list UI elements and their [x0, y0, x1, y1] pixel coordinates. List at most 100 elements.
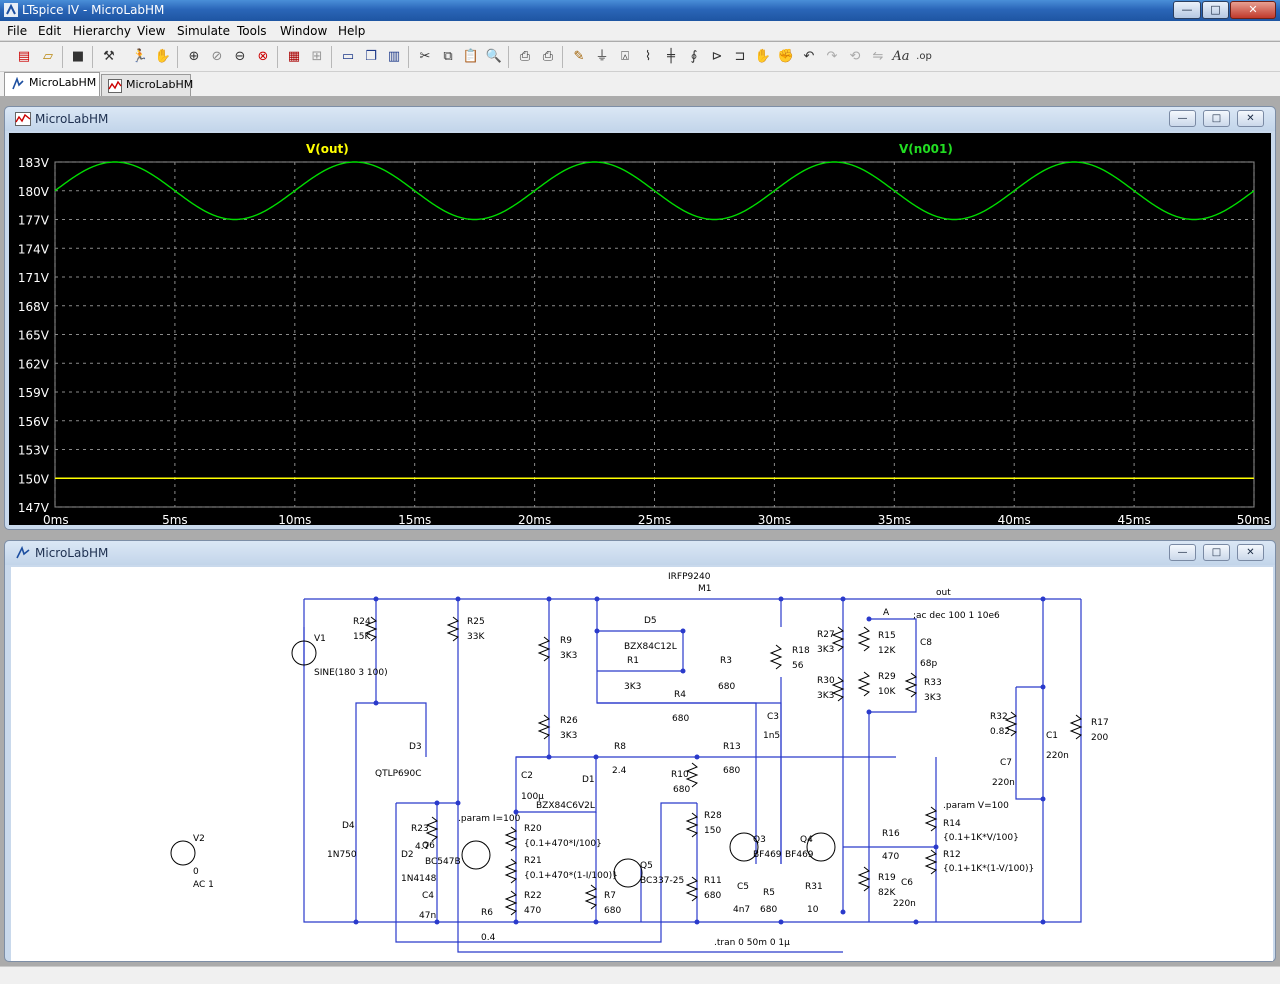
minimize-button[interactable]: — — [1173, 1, 1201, 19]
menu-tools[interactable]: Tools — [237, 24, 267, 38]
control-panel-icon[interactable]: ⚒ — [103, 49, 115, 64]
menu-simulate[interactable]: Simulate — [177, 24, 231, 38]
svg-text:C2: C2 — [521, 771, 533, 781]
zoom-cancel-icon[interactable]: ⊗ — [257, 49, 269, 64]
zoom-out-icon[interactable]: ⊘ — [211, 49, 223, 64]
redo-icon[interactable]: ↷ — [826, 49, 838, 64]
schematic-canvas[interactable]: IRFP9240 M1 out A ;ac dec 100 1 10e6 R24… — [11, 567, 1273, 961]
x-tick-label: 35ms — [878, 513, 911, 525]
y-tick-label: 168V — [18, 300, 50, 314]
svg-text:3K3: 3K3 — [624, 682, 641, 692]
halt-icon[interactable]: ✋ — [154, 49, 172, 64]
svg-text:C7: C7 — [1000, 758, 1012, 768]
rotate-icon[interactable]: ⟲ — [849, 49, 861, 64]
trace-label-vn001: V(n001) — [899, 142, 953, 156]
menu-window[interactable]: Window — [280, 24, 328, 38]
run-icon[interactable]: 🏃 — [131, 49, 149, 64]
waveform-minimize-button[interactable]: — — [1169, 110, 1196, 127]
svg-text:R25: R25 — [467, 617, 485, 627]
toolbar: ▤ ▱ ■ ⚒ 🏃 ✋ ⊕ ⊘ ⊖ ⊗ ▦ ⊞ ▭ ❐ ▥ ✂ ⧉ 📋 🔍 ⎙ … — [0, 42, 1280, 72]
schematic-close-button[interactable]: ✕ — [1237, 544, 1264, 561]
move-icon[interactable]: ✋ — [754, 49, 772, 64]
svg-text:R11: R11 — [704, 876, 722, 886]
ltspice-logo-icon — [4, 3, 18, 17]
print-setup-icon[interactable]: ⎙ — [519, 49, 531, 64]
cut-icon[interactable]: ✂ — [419, 49, 431, 64]
ground-icon[interactable]: ⏚ — [595, 49, 609, 64]
text-icon[interactable]: Aa — [892, 49, 910, 64]
mirror-icon[interactable]: ⇋ — [872, 49, 884, 64]
menu-edit[interactable]: Edit — [38, 24, 62, 38]
diode-icon[interactable]: ⊳ — [711, 49, 723, 64]
find-icon[interactable]: 🔍 — [485, 49, 503, 64]
waveform-close-button[interactable]: ✕ — [1237, 110, 1264, 127]
schematic-window[interactable]: MicroLabHM — □ ✕ — [4, 540, 1276, 962]
menu-help[interactable]: Help — [338, 24, 366, 38]
tile-horizontal-icon[interactable]: ▭ — [341, 49, 355, 64]
close-button[interactable]: ✕ — [1230, 1, 1276, 19]
svg-text:R19: R19 — [878, 873, 896, 883]
svg-text:R30: R30 — [817, 676, 835, 686]
cascade-icon[interactable]: ❐ — [365, 49, 377, 64]
window-titlebar[interactable]: LTspice IV - MicroLabHM — □ ✕ — [0, 0, 1280, 21]
x-tick-label: 10ms — [278, 513, 311, 525]
svg-text:R7: R7 — [604, 891, 616, 901]
x-tick-label: 30ms — [758, 513, 791, 525]
component-icon[interactable]: ⊐ — [734, 49, 746, 64]
svg-text:33K: 33K — [467, 632, 485, 642]
new-schematic-icon[interactable]: ▤ — [17, 49, 31, 64]
paste-icon[interactable]: 📋 — [462, 49, 480, 64]
maximize-button[interactable]: □ — [1202, 1, 1229, 19]
menu-bar: File Edit Hierarchy View Simulate Tools … — [0, 21, 1280, 41]
draw-wire-icon[interactable]: ✎ — [573, 49, 585, 64]
svg-text:.tran 0 50m 0 1µ: .tran 0 50m 0 1µ — [714, 938, 790, 948]
zoom-fit-icon[interactable]: ⊖ — [234, 49, 246, 64]
menu-view[interactable]: View — [137, 24, 166, 38]
label-net-icon[interactable]: ⍓ — [621, 49, 629, 64]
trace-label-vout: V(out) — [306, 142, 349, 156]
waveform-chart[interactable]: 183V180V177V174V171V168V165V162V159V156V… — [9, 133, 1271, 527]
schematic-window-titlebar[interactable]: MicroLabHM — □ ✕ — [5, 541, 1275, 565]
grid-icon[interactable]: ⊞ — [311, 49, 323, 64]
waveform-maximize-button[interactable]: □ — [1203, 110, 1230, 127]
svg-text:R8: R8 — [614, 742, 626, 752]
undo-icon[interactable]: ↶ — [803, 49, 815, 64]
x-tick-label: 15ms — [398, 513, 431, 525]
print-icon[interactable]: ⎙ — [542, 49, 554, 64]
waveform-window-titlebar[interactable]: MicroLabHM — □ ✕ — [5, 107, 1275, 131]
tab-schematic[interactable]: MicroLabHM — [4, 72, 100, 96]
svg-text:470: 470 — [524, 906, 541, 916]
tab-waveform[interactable]: MicroLabHM — [101, 74, 194, 96]
schematic-drawing[interactable]: IRFP9240 M1 out A ;ac dec 100 1 10e6 R24… — [11, 567, 1273, 961]
copy-icon[interactable]: ⧉ — [443, 49, 453, 64]
svg-text:R31: R31 — [805, 882, 823, 892]
series-line-vn001 — [54, 161, 1255, 221]
schematic-maximize-button[interactable]: □ — [1203, 544, 1230, 561]
y-tick-label: 159V — [18, 386, 50, 400]
zoom-in-icon[interactable]: ⊕ — [188, 49, 200, 64]
svg-text:R16: R16 — [882, 829, 900, 839]
resistor-icon[interactable]: ⌇ — [644, 49, 652, 64]
tab-waveform-label: MicroLabHM — [126, 78, 194, 91]
svg-text:R22: R22 — [524, 891, 542, 901]
svg-text:R4: R4 — [674, 690, 686, 700]
svg-text:R24: R24 — [353, 617, 371, 627]
spice-directive-icon[interactable]: .op — [916, 51, 932, 62]
schematic-components — [170, 616, 1083, 916]
svg-text:D4: D4 — [342, 821, 355, 831]
capacitor-icon[interactable]: ╪ — [667, 49, 675, 64]
svg-text:1N750: 1N750 — [327, 850, 357, 860]
svg-text:68p: 68p — [920, 659, 937, 669]
tile-vertical-icon[interactable]: ▥ — [387, 49, 401, 64]
autorange-icon[interactable]: ▦ — [287, 49, 301, 64]
menu-file[interactable]: File — [7, 24, 28, 38]
svg-text:470: 470 — [882, 852, 899, 862]
save-icon[interactable]: ■ — [71, 49, 85, 64]
inductor-icon[interactable]: ∮ — [690, 49, 698, 64]
open-icon[interactable]: ▱ — [43, 49, 53, 64]
drag-icon[interactable]: ✊ — [777, 49, 795, 64]
schematic-minimize-button[interactable]: — — [1169, 544, 1196, 561]
menu-hierarchy[interactable]: Hierarchy — [73, 24, 132, 38]
